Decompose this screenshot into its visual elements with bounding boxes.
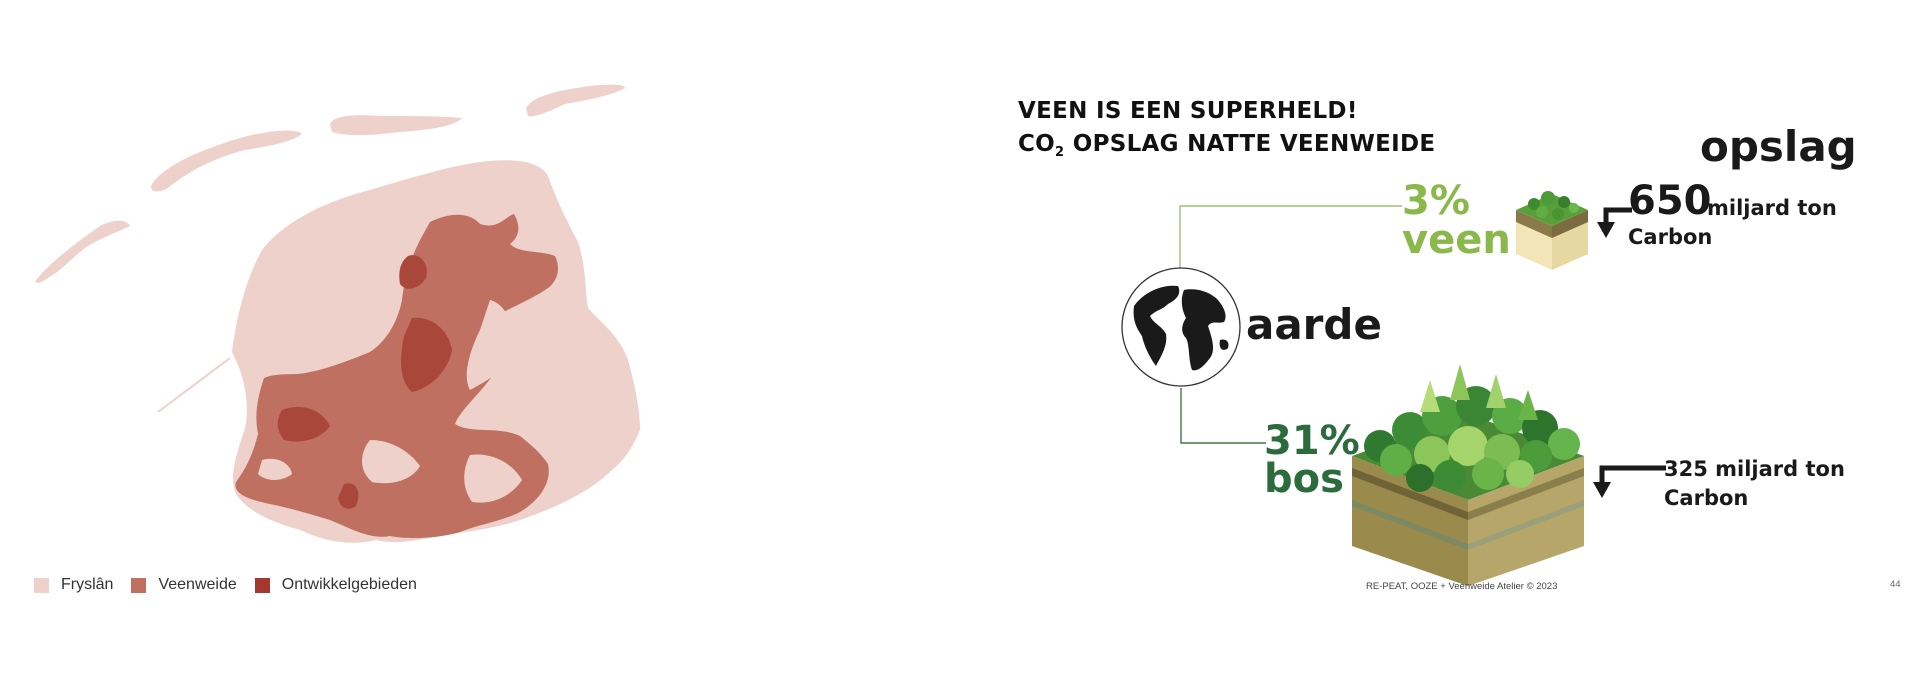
title-rest: OPSLAG NATTE VEENWEIDE: [1064, 131, 1436, 157]
legend-swatch-fryslan: [34, 577, 49, 593]
veen-label: veen: [1402, 217, 1511, 263]
legend-item-veenweide: Veenweide: [131, 576, 237, 594]
map-hole-4: [258, 458, 292, 480]
ontwikkel-area-2: [399, 255, 427, 289]
connector-to-bos: [1180, 388, 1266, 444]
infographic-title-line1: VEEN IS EEN SUPERHELD!: [1018, 98, 1358, 124]
legend-label-fryslan: Fryslân: [61, 576, 114, 593]
connector-to-veen: [1179, 205, 1402, 268]
map-hole-2: [362, 440, 420, 484]
aarde-label: aarde: [1246, 300, 1382, 349]
bos-carbon: Carbon: [1664, 486, 1749, 510]
arrow-down-icon-veen: [1597, 207, 1632, 238]
legend-swatch-ontwikkelgebieden: [254, 577, 270, 593]
legend-swatch-veenweide: [131, 577, 147, 593]
title-co-subscript: 2: [1055, 145, 1065, 160]
veen-carbon: Carbon: [1628, 225, 1713, 249]
footer-credit: RE-PEAT, OOZE + Veenweide Atelier © 2023: [1366, 581, 1558, 592]
map-hole-3: [464, 454, 522, 503]
map-hole-1: [466, 300, 513, 390]
infographic-title-line2: CO2 OPSLAG NATTE VEENWEIDE: [1018, 131, 1435, 160]
ontwikkel-area-3: [277, 406, 330, 442]
forest-block-icon: [1352, 364, 1584, 586]
globe-icon: [1121, 267, 1241, 387]
legend-item-fryslan: Fryslân: [34, 576, 113, 594]
legend-item-ontwikkelgebieden: Ontwikkelgebieden: [254, 576, 417, 594]
legend-label-veenweide: Veenweide: [158, 576, 237, 593]
legend-label-ontwikkelgebieden: Ontwikkelgebieden: [281, 576, 417, 593]
veen-amount: 650: [1628, 178, 1712, 224]
veen-unit: miljard ton: [1707, 196, 1837, 220]
veen-percentage: 3%: [1402, 178, 1470, 224]
ontwikkel-area-4: [338, 483, 359, 509]
map-legend: Fryslân Veenweide Ontwikkelgebieden: [34, 576, 435, 594]
peat-block-icon: [1516, 191, 1588, 270]
afsluitdijk-line: [157, 357, 231, 413]
arrow-down-icon-bos: [1593, 465, 1666, 498]
page-number: 44: [1890, 579, 1901, 590]
bos-amount: 325 miljard ton: [1664, 457, 1845, 481]
bos-label: bos: [1264, 456, 1344, 502]
island-schiermonnikoog: [526, 84, 625, 117]
island-vlieland: [35, 220, 131, 283]
island-terschelling: [151, 130, 302, 192]
title-co: CO: [1018, 131, 1056, 157]
ontwikkel-area-1: [401, 317, 452, 392]
bos-percentage: 31%: [1264, 418, 1360, 464]
island-ameland: [330, 115, 462, 135]
opslag-heading: opslag: [1700, 122, 1857, 171]
